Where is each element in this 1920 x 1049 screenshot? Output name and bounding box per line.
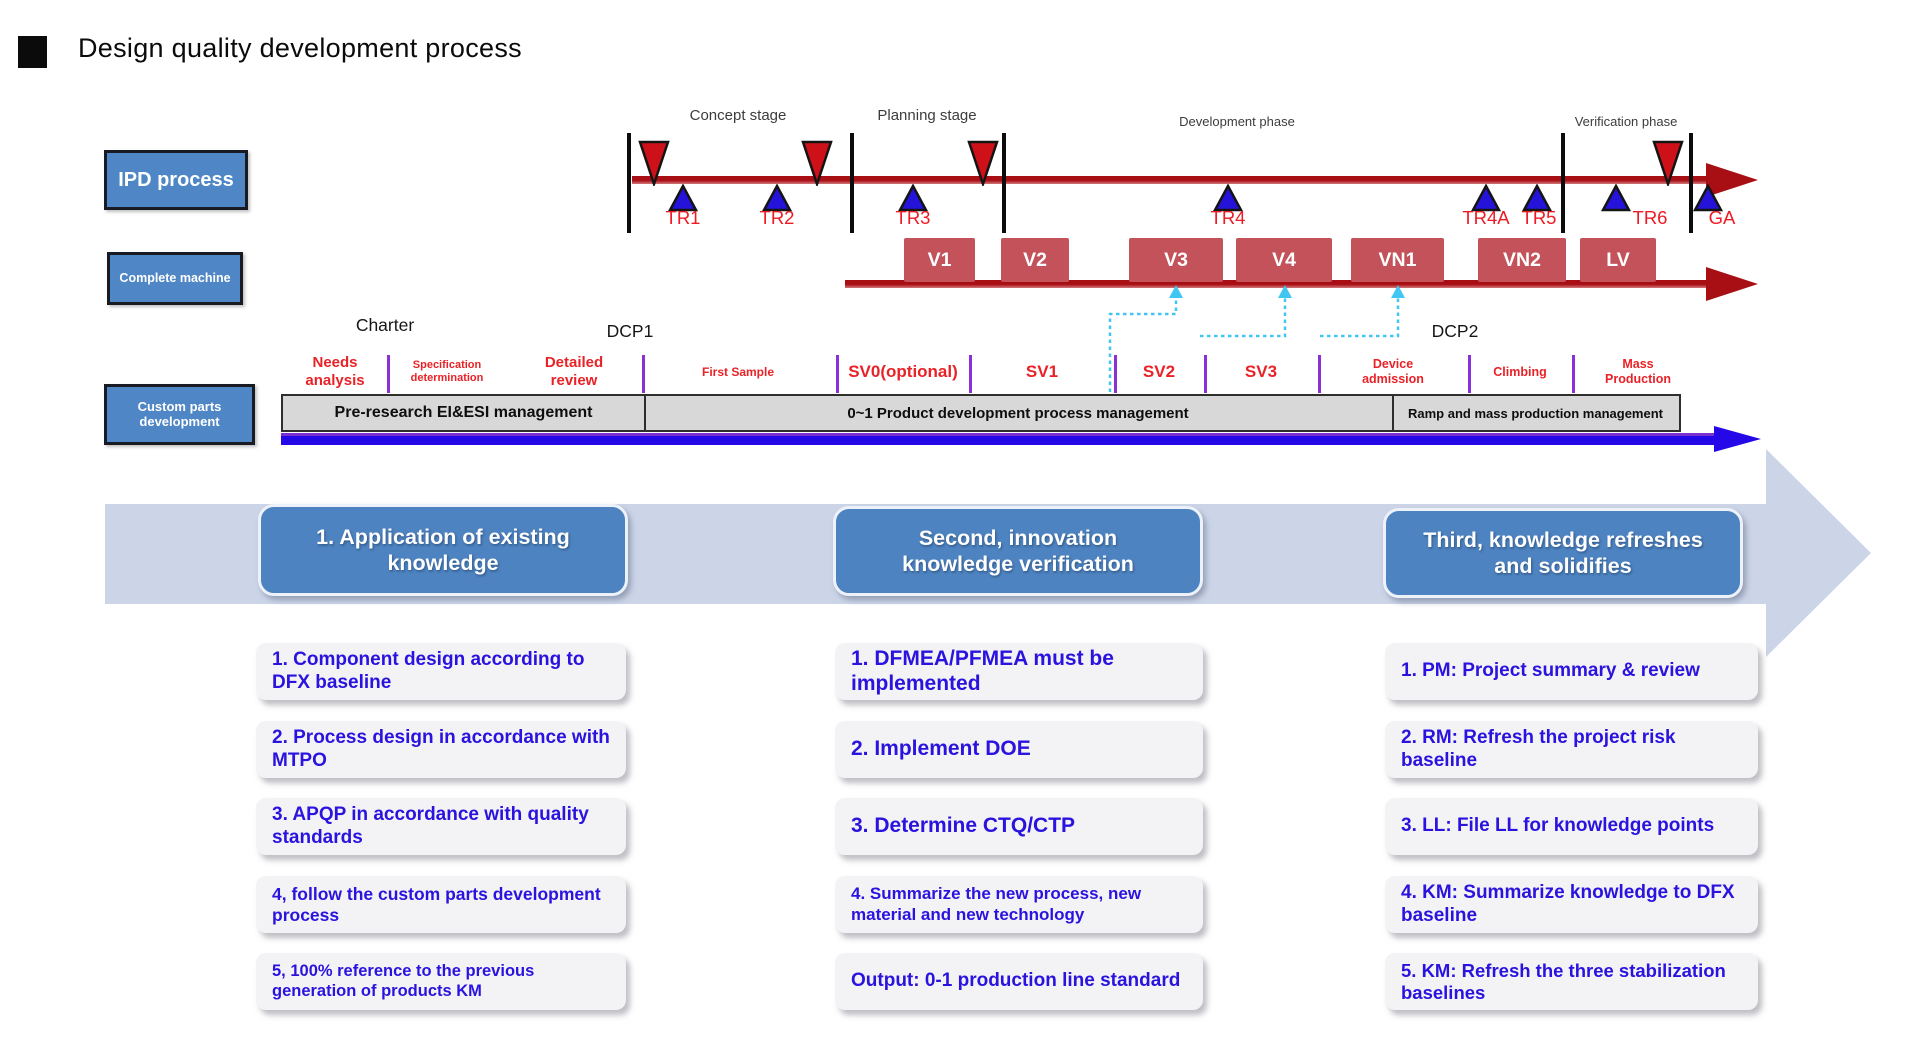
list-item: 5. KM: Refresh the three stabilization b… <box>1385 953 1758 1010</box>
phase-boundary-bar <box>850 133 854 233</box>
stage-label: Climbing <box>1493 364 1547 379</box>
list-item: Output: 0-1 production line standard <box>835 953 1203 1010</box>
arrow-head-icon <box>1706 163 1758 197</box>
list-item: 1. PM: Project summary & review <box>1385 643 1758 700</box>
arrow-head-icon <box>1706 267 1758 301</box>
version-box: VN1 <box>1351 238 1444 282</box>
stage-tick <box>1468 355 1471 393</box>
milestone-down-icon <box>638 140 670 186</box>
phase-label-verification: Verification phase <box>1574 114 1678 129</box>
stage-tick <box>836 355 839 393</box>
milestone-dcp1: DCP1 <box>606 321 654 341</box>
tr-marker-up-icon <box>1213 184 1243 212</box>
stage-label: SV2 <box>1142 361 1176 381</box>
version-box: V1 <box>904 238 975 282</box>
phase-label-development: Development phase <box>1179 114 1295 129</box>
band-arrow-head-icon <box>1766 449 1871 657</box>
list-item: 3. APQP in accordance with quality stand… <box>256 798 626 855</box>
stage-label: Needs analysis <box>305 354 365 389</box>
stage-label: SV0(optional) <box>848 361 958 381</box>
list-item: 3. Determine CTQ/CTP <box>835 798 1203 855</box>
list-item: 1. DFMEA/PFMEA must be implemented <box>835 643 1203 700</box>
tr-label: TR1 <box>665 207 701 228</box>
tr-label: TR6 <box>1632 207 1668 228</box>
stage-tick <box>642 355 645 393</box>
stage-label: Device admission <box>1362 357 1424 386</box>
stage-label: SV1 <box>1025 361 1059 381</box>
tr-label: GA <box>1708 207 1736 228</box>
tr-marker-up-icon <box>762 184 792 212</box>
connector-arrow-icon <box>1108 285 1405 392</box>
list-item: 5, 100% reference to the previous genera… <box>256 953 626 1010</box>
page-title: Design quality development process <box>78 33 522 63</box>
arrow-head-icon <box>1714 426 1761 452</box>
tr-marker-up-icon <box>1522 184 1552 212</box>
milestone-down-icon <box>967 140 999 186</box>
tr-label: TR4A <box>1462 207 1510 228</box>
stage-label: SV3 <box>1244 361 1278 381</box>
stage-label: Specification determination <box>410 358 484 384</box>
list-item: 2. Process design in accordance with MTP… <box>256 721 626 778</box>
phase-boundary-bar <box>1561 133 1565 233</box>
stage-label: Detailed review <box>544 354 604 389</box>
milestone-charter: Charter <box>355 315 415 335</box>
square-bullet-icon <box>18 36 47 68</box>
stage-tick <box>969 355 972 393</box>
milestone-dcp2: DCP2 <box>1431 321 1479 341</box>
tr-marker-up-icon <box>1601 184 1631 212</box>
tr-label: TR2 <box>759 207 795 228</box>
section-header-1: 1. Application of existing knowledge <box>258 504 628 596</box>
row-label-complete-machine: Complete machine <box>107 252 243 305</box>
tr-label: TR3 <box>895 207 931 228</box>
stage-tick <box>1318 355 1321 393</box>
version-box: LV <box>1580 238 1656 282</box>
row-label-custom-parts: Custom parts development <box>104 384 255 445</box>
list-item: 2. RM: Refresh the project risk baseline <box>1385 721 1758 778</box>
tr-marker-up-icon <box>898 184 928 212</box>
stage-tick <box>1204 355 1207 393</box>
version-box: V2 <box>1001 238 1069 282</box>
stage-label: First Sample <box>701 364 775 379</box>
list-item: 4. KM: Summarize knowledge to DFX baseli… <box>1385 876 1758 933</box>
phase-label-concept: Concept stage <box>689 107 787 124</box>
version-box: VN2 <box>1478 238 1566 282</box>
version-box: V4 <box>1236 238 1332 282</box>
list-item: 3. LL: File LL for knowledge points <box>1385 798 1758 855</box>
stage-tick <box>1572 355 1575 393</box>
stage-tick <box>1114 355 1117 393</box>
tr-label: TR4 <box>1210 207 1246 228</box>
section-header-2: Second, innovation knowledge verificatio… <box>833 506 1203 596</box>
tr-marker-up-icon <box>1693 184 1723 212</box>
phase-boundary-bar <box>627 133 631 233</box>
phase-boundary-bar <box>1002 133 1006 233</box>
milestone-down-icon <box>801 140 833 186</box>
ipd-timeline-line <box>632 176 1714 184</box>
phase-label-planning: Planning stage <box>877 107 977 124</box>
list-item: 4. Summarize the new process, new materi… <box>835 876 1203 933</box>
list-item: 1. Component design according to DFX bas… <box>256 643 626 700</box>
phase-boundary-bar <box>1689 133 1693 233</box>
milestone-down-icon <box>1652 140 1684 186</box>
management-segment: Pre-research EI&ESI management <box>283 396 646 430</box>
tr-label: TR5 <box>1521 207 1557 228</box>
management-bar: Pre-research EI&ESI management 0~1 Produ… <box>281 394 1681 432</box>
section-header-3: Third, knowledge refreshes and solidifie… <box>1383 508 1743 598</box>
custom-timeline-arrow <box>281 433 1721 445</box>
tr-marker-up-icon <box>1471 184 1501 212</box>
management-segment: Ramp and mass production management <box>1408 405 1663 421</box>
list-item: 2. Implement DOE <box>835 721 1203 778</box>
machine-timeline-line <box>845 280 1714 288</box>
row-label-ipd-process: IPD process <box>104 150 248 210</box>
stage-label: Mass Production <box>1605 357 1671 386</box>
tr-marker-up-icon <box>668 184 698 212</box>
stage-tick <box>387 355 390 393</box>
list-item: 4, follow the custom parts development p… <box>256 876 626 933</box>
version-box: V3 <box>1129 238 1223 282</box>
management-segment: 0~1 Product development process manageme… <box>644 396 1394 430</box>
